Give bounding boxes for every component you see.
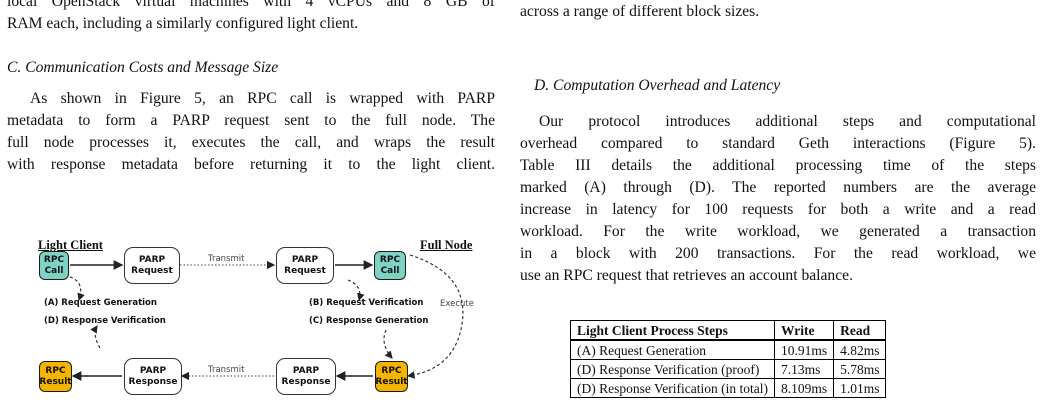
table-row: (A) Request Generation 10.91ms 4.82ms xyxy=(570,339,887,360)
table-cell: (D) Response Verification (in total) xyxy=(570,378,775,398)
text-line: workload. For the write workload, we gen… xyxy=(520,223,1036,240)
section-d-title: D. Computation Overhead and Latency xyxy=(534,77,781,94)
text-line: local OpenStack virtual machines with 4 … xyxy=(7,0,495,10)
text-line: use an RPC request that retrieves an acc… xyxy=(520,267,853,284)
arrow-step-b xyxy=(347,279,365,302)
light-client-title: Light Client xyxy=(38,238,103,252)
transmit-label-bottom: Transmit xyxy=(208,365,245,375)
arrow-step-c xyxy=(383,329,393,359)
text-line: Table III details the additional process… xyxy=(520,157,1036,174)
table-row: (D) Response Verification (in total) 8.1… xyxy=(570,378,887,398)
text-line: with response metadata before returning … xyxy=(7,156,495,173)
table-cell: 4.82ms xyxy=(833,339,887,360)
header-write: Write xyxy=(773,320,835,341)
text-line: in a block with 200 transactions. For th… xyxy=(520,245,1036,262)
table-cell: (A) Request Generation xyxy=(570,339,775,360)
header-read: Read xyxy=(833,320,887,341)
figure-arrows xyxy=(69,254,464,381)
step-b-label: (B) Request Verification xyxy=(309,298,424,308)
text-line: Our protocol introduces additional steps… xyxy=(539,113,1036,130)
section-c-title: C. Communication Costs and Message Size xyxy=(7,59,279,76)
transmit-label-top: Transmit xyxy=(208,254,245,264)
table-cell: 8.109ms xyxy=(773,378,835,398)
arrow-execute xyxy=(406,254,464,379)
text-line: marked (A) through (D). The reported num… xyxy=(520,179,1036,196)
text-line: RAM each, including a similarly configur… xyxy=(7,15,359,32)
full-node-title: Full Node xyxy=(420,238,473,252)
table-cell: 1.01ms xyxy=(833,378,887,398)
text-line: full node processes it, executes the cal… xyxy=(7,134,495,151)
table-cell: 5.78ms xyxy=(833,359,887,379)
table-row: (D) Response Verification (proof) 7.13ms… xyxy=(570,359,887,379)
step-c-label: (C) Response Generation xyxy=(309,316,429,326)
table-cell: 10.91ms xyxy=(773,339,835,360)
table-header-row: Light Client Process Steps Write Read xyxy=(570,320,887,341)
header-steps: Light Client Process Steps xyxy=(570,320,775,341)
step-a-label: (A) Request Generation xyxy=(44,298,157,308)
text-line: increase in latency for 100 requests for… xyxy=(520,201,1036,218)
latency-table: Light Client Process Steps Write Read (A… xyxy=(570,320,887,398)
arrow-step-d xyxy=(90,325,101,349)
text-line: overhead compared to standard Geth inter… xyxy=(520,135,1036,152)
execute-label: Execute xyxy=(440,299,474,309)
table-cell: (D) Response Verification (proof) xyxy=(570,359,775,379)
right-intro: across a range of different block sizes. xyxy=(520,1,1036,23)
section-c-paragraph: As shown in Figure 5, an RPC call is wra… xyxy=(7,88,495,176)
text-line: metadata to form a PARP request sent to … xyxy=(7,112,495,129)
intro-paragraph: local OpenStack virtual machines with 4 … xyxy=(7,0,495,35)
text-line: As shown in Figure 5, an RPC call is wra… xyxy=(30,90,495,107)
text-line: across a range of different block sizes. xyxy=(520,3,760,20)
arrow-step-a xyxy=(69,276,85,302)
section-d-paragraph: Our protocol introduces additional steps… xyxy=(520,111,1036,287)
step-d-label: (D) Response Verification xyxy=(44,316,166,326)
table-cell: 7.13ms xyxy=(773,359,835,379)
